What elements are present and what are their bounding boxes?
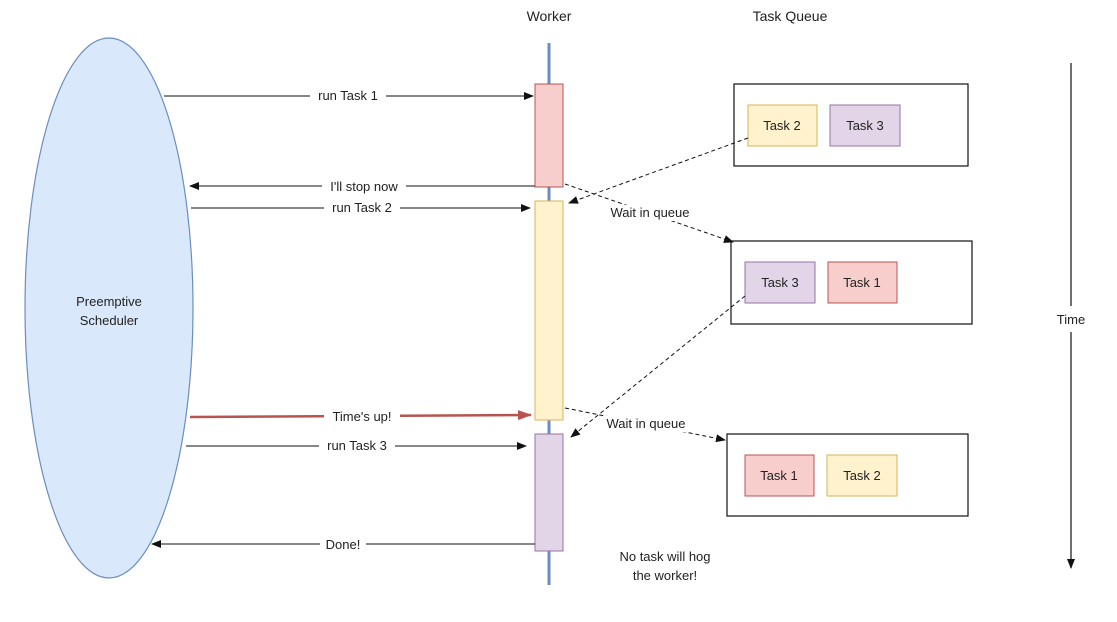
queue2-task3 <box>744 261 816 304</box>
time-label: Time <box>1057 312 1085 327</box>
queue3-task1-label: Task 1 <box>760 468 798 483</box>
task2-execution-block <box>534 200 564 421</box>
wait-in-queue-label-2: Wait in queue <box>606 416 685 431</box>
queue3-task1 <box>744 454 815 497</box>
run-task3-label: run Task 3 <box>327 438 387 453</box>
queue2-task3-label: Task 3 <box>761 275 799 290</box>
queue1-task3 <box>829 104 901 147</box>
queue1-task2-label: Task 2 <box>763 118 801 133</box>
run-task2-label: run Task 2 <box>332 200 392 215</box>
task3-execution-block <box>534 433 564 552</box>
queue1-to-task2-dashed-arrow <box>568 137 749 204</box>
footer-note-line1: No task will hog <box>619 549 710 564</box>
run-task1-label: run Task 1 <box>318 88 378 103</box>
task-queue-header: Task Queue <box>753 8 828 24</box>
preemptive-scheduler <box>24 37 194 579</box>
footer-note-line2: the worker! <box>633 568 697 583</box>
scheduler-label-line2: Scheduler <box>80 313 139 328</box>
queue3-task2-label: Task 2 <box>843 468 881 483</box>
stop-now-label: I'll stop now <box>330 179 398 194</box>
scheduler-label-line1: Preemptive <box>76 294 142 309</box>
worker-header: Worker <box>527 8 572 24</box>
task1-to-queue2-dashed-arrow <box>564 183 734 243</box>
wait-in-queue-label-1: Wait in queue <box>610 205 689 220</box>
task2-to-queue3-dashed-arrow <box>564 407 726 443</box>
done-label: Done! <box>326 537 361 552</box>
task1-execution-block <box>534 83 564 188</box>
queue2-task1-label: Task 1 <box>843 275 881 290</box>
queue2-task1 <box>827 261 898 304</box>
queue1-task2 <box>747 104 818 147</box>
queue3-task2 <box>826 454 898 497</box>
queue1-task3-label: Task 3 <box>846 118 884 133</box>
times-up-label: Time's up! <box>332 409 391 424</box>
queue2-to-task3-dashed-arrow <box>570 295 746 438</box>
